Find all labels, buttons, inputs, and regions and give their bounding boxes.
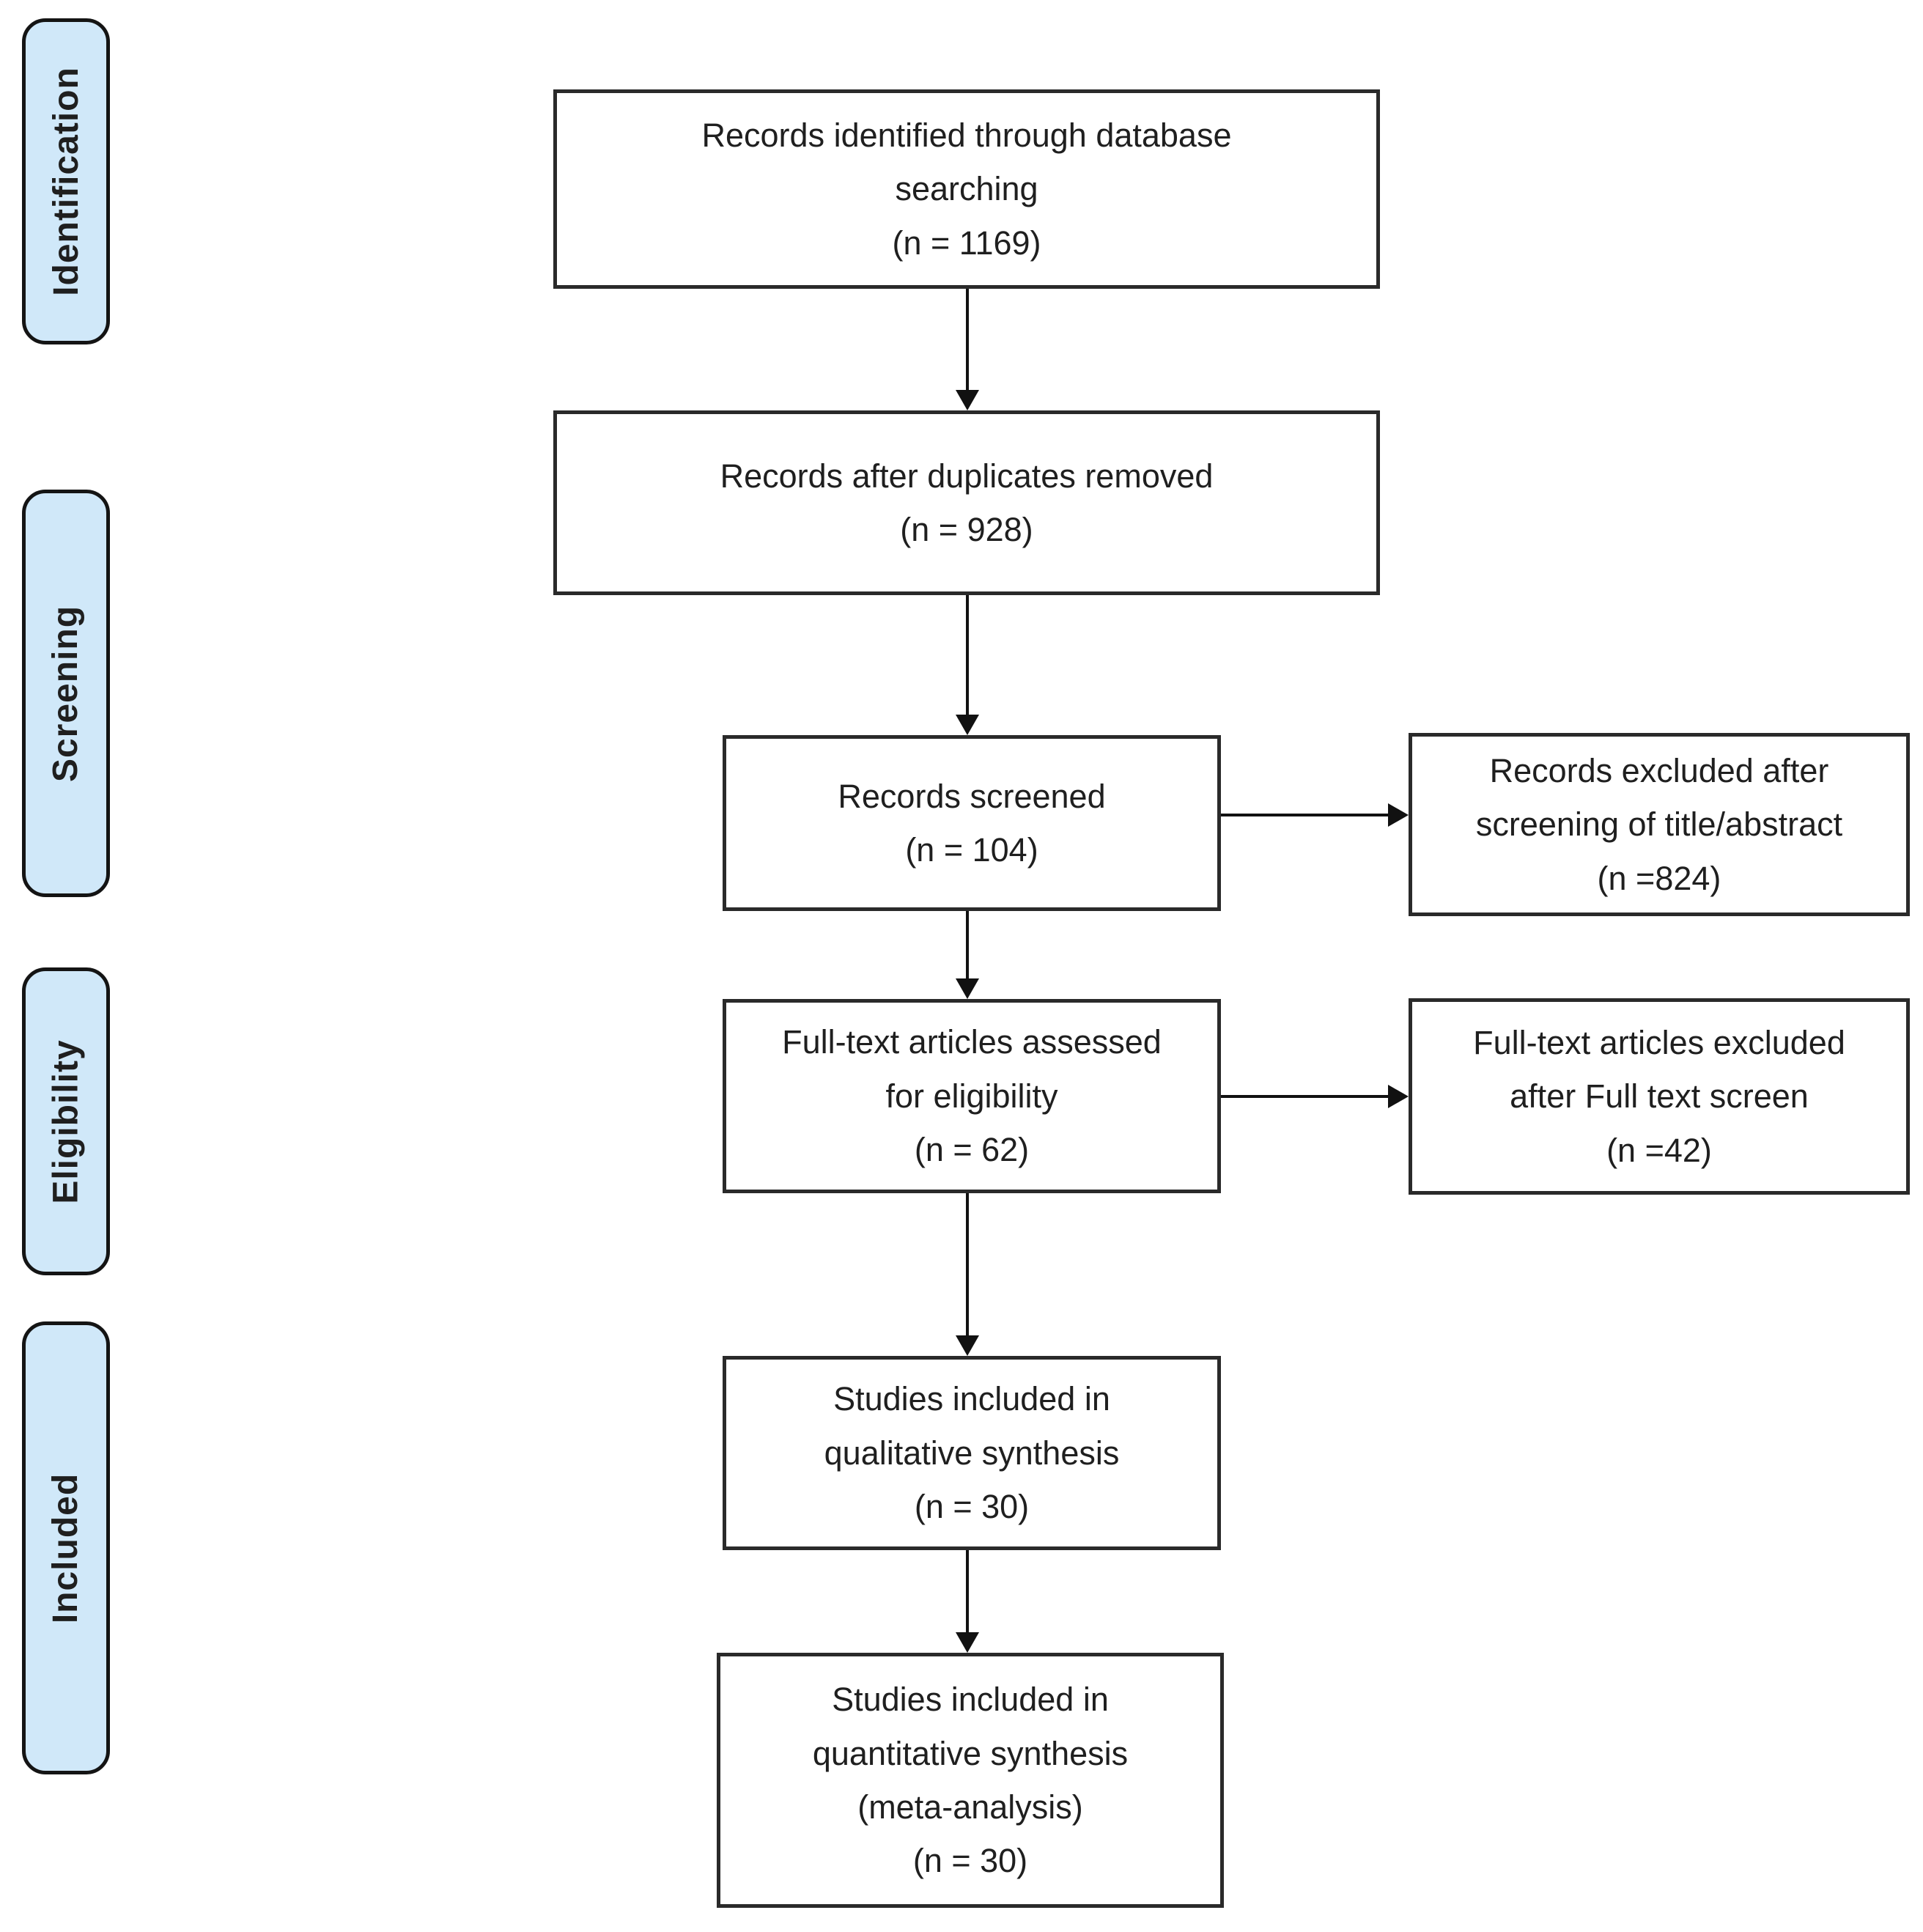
arrow-fulltext-to-excluded	[1221, 1084, 1409, 1109]
arrowhead-right-icon	[1388, 1085, 1409, 1108]
flow-box-records-after-duplicates: Records after duplicates removed (n = 92…	[553, 410, 1380, 595]
arrowhead-right-icon	[1388, 803, 1409, 827]
flow-box-records-after-duplicates-text: Records after duplicates removed (n = 92…	[720, 457, 1214, 548]
flow-box-full-text-assessed-text: Full-text articles assessed for eligibil…	[782, 1023, 1162, 1169]
arrow-shaft	[966, 911, 969, 978]
arrow-screened-to-fulltext	[955, 911, 980, 999]
arrowhead-down-icon	[956, 390, 979, 410]
arrow-shaft	[966, 289, 969, 390]
arrow-shaft	[966, 1193, 969, 1335]
stage-rail-identification: Identification	[22, 18, 110, 344]
flow-box-records-screened-text: Records screened (n = 104)	[838, 777, 1106, 869]
arrowhead-down-icon	[956, 978, 979, 999]
flow-box-full-text-excluded-text: Full-text articles excluded after Full t…	[1473, 1023, 1845, 1169]
flow-box-qualitative-synthesis: Studies included in qualitative synthesi…	[723, 1356, 1221, 1550]
arrow-identified-to-duplicates	[955, 289, 980, 410]
flow-box-records-identified: Records identified through database sear…	[553, 89, 1380, 289]
arrow-shaft	[966, 1550, 969, 1632]
flow-box-records-screened: Records screened (n = 104)	[723, 735, 1221, 911]
stage-rail-eligibility: Eligibility	[22, 967, 110, 1275]
arrow-duplicates-to-screened	[955, 595, 980, 735]
arrow-shaft	[966, 595, 969, 715]
flow-box-full-text-excluded: Full-text articles excluded after Full t…	[1409, 998, 1910, 1195]
arrowhead-down-icon	[956, 1632, 979, 1653]
flow-box-quantitative-synthesis: Studies included in quantitative synthes…	[717, 1653, 1224, 1908]
arrow-qualitative-to-quantitative	[955, 1550, 980, 1653]
arrow-fulltext-to-qualitative	[955, 1193, 980, 1356]
flow-box-quantitative-synthesis-text: Studies included in quantitative synthes…	[812, 1681, 1129, 1880]
flow-box-records-identified-text: Records identified through database sear…	[701, 116, 1232, 262]
stage-rail-included: Included	[22, 1321, 110, 1774]
stage-label-identification: Identification	[46, 67, 86, 296]
arrow-shaft	[1221, 1095, 1388, 1098]
flow-box-records-excluded: Records excluded after screening of titl…	[1409, 733, 1910, 916]
stage-label-screening: Screening	[46, 605, 86, 782]
flow-box-qualitative-synthesis-text: Studies included in qualitative synthesi…	[824, 1380, 1120, 1526]
stage-label-eligibility: Eligibility	[46, 1039, 86, 1204]
stage-rail-screening: Screening	[22, 490, 110, 897]
arrowhead-down-icon	[956, 1335, 979, 1356]
flow-box-full-text-assessed: Full-text articles assessed for eligibil…	[723, 999, 1221, 1193]
arrow-screened-to-excluded	[1221, 803, 1409, 827]
arrowhead-down-icon	[956, 715, 979, 735]
flow-box-records-excluded-text: Records excluded after screening of titl…	[1475, 751, 1843, 897]
arrow-shaft	[1221, 814, 1388, 816]
stage-label-included: Included	[46, 1472, 86, 1623]
